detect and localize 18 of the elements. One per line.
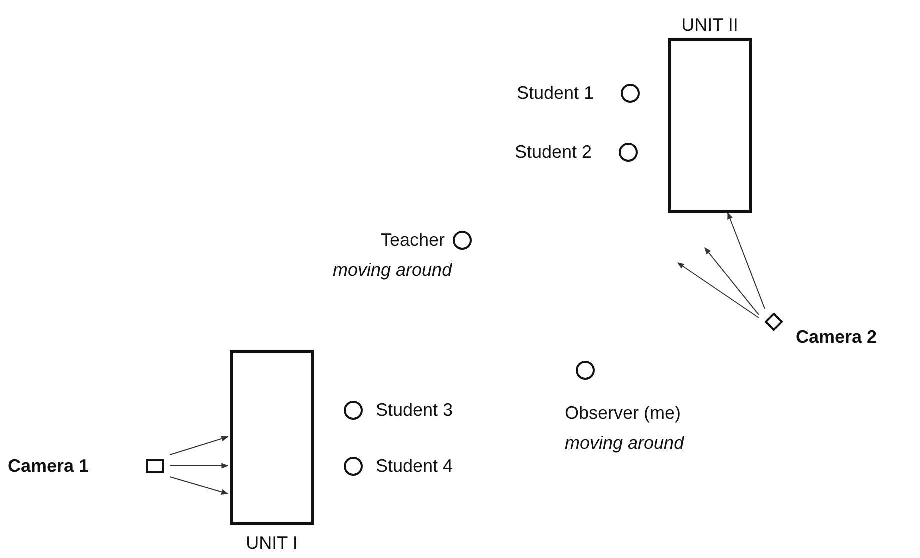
observer-label: Observer (me) — [565, 402, 682, 424]
movement-note: moving around — [333, 259, 452, 281]
arrow — [170, 463, 229, 469]
arrow — [704, 247, 760, 316]
unit-label: UNIT II — [680, 14, 740, 36]
teacher-label: Teacher — [381, 229, 446, 251]
student-label: Student 4 — [376, 455, 454, 477]
arrow — [170, 476, 229, 495]
student-label: Student 2 — [515, 141, 592, 163]
arrow — [728, 212, 766, 310]
unit-label: UNIT I — [245, 532, 299, 554]
student-label: Student 1 — [517, 82, 594, 104]
camera-label: Camera 2 — [796, 326, 878, 348]
movement-note: moving around — [565, 432, 684, 454]
arrow — [677, 262, 760, 318]
camera-label: Camera 1 — [8, 455, 90, 477]
arrow — [170, 436, 229, 456]
student-label: Student 3 — [376, 399, 454, 421]
